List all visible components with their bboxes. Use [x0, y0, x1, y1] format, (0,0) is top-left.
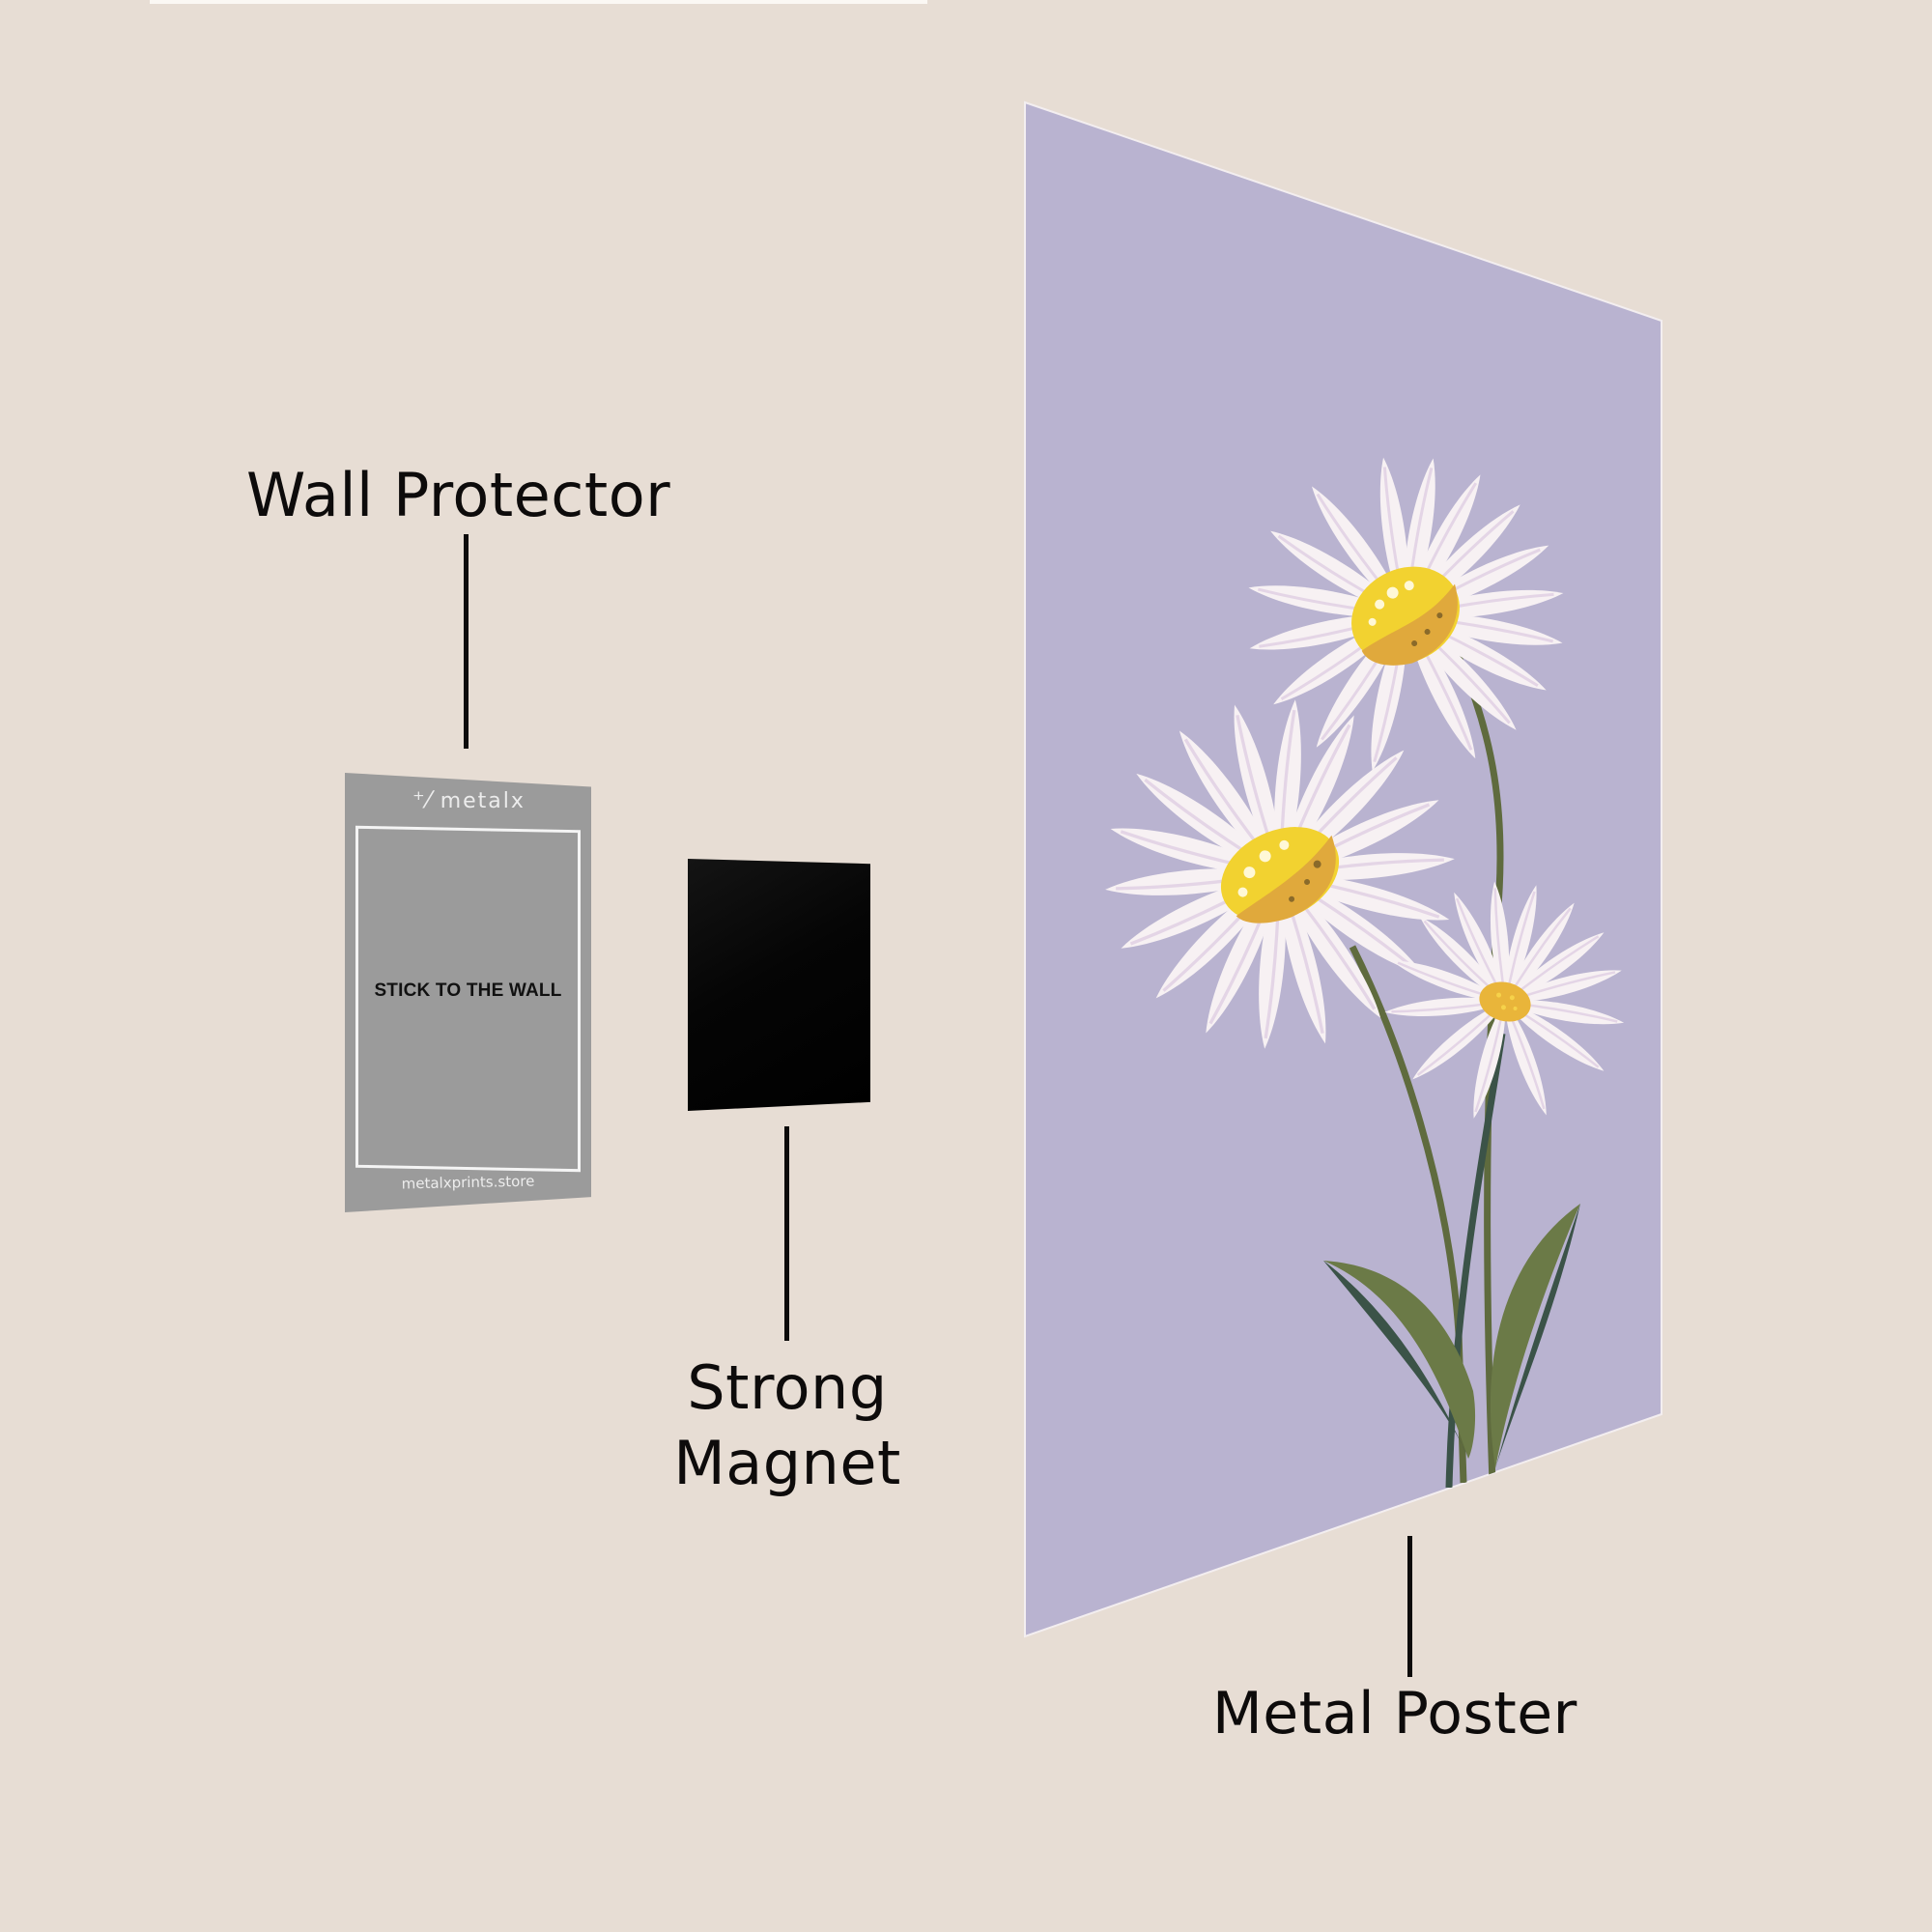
- stem-middle-daisy: [1349, 945, 1467, 1484]
- wall-protector-label: Wall Protector: [246, 460, 671, 530]
- daisy-middle: [1102, 696, 1458, 1052]
- strong-magnet-label-line2: Magnet: [673, 1428, 901, 1498]
- wall-protector-sticker: ⁺⁄metalx STICK TO THE WALL metalxprints.…: [345, 773, 591, 1212]
- leaf-left: [1323, 1261, 1476, 1459]
- wall-protector-leader-line: [464, 534, 469, 749]
- metalx-logo-icon: ⁺⁄: [412, 786, 433, 813]
- top-edge-strip: [150, 0, 927, 4]
- protector-instruction: STICK TO THE WALL: [374, 980, 562, 1001]
- daisy-small: [1382, 879, 1627, 1122]
- leaf-right-shadow: [1495, 1204, 1580, 1468]
- daisy-top: [1245, 454, 1567, 776]
- strong-magnet-label: Strong Magnet: [667, 1350, 908, 1501]
- strong-magnet-leader-line: [784, 1126, 789, 1341]
- daisy-small-center: [1479, 981, 1531, 1022]
- stem-small-daisy: [1445, 1033, 1506, 1489]
- metal-poster-label: Metal Poster: [1212, 1680, 1577, 1747]
- daisy-artwork: [1102, 454, 1627, 1489]
- leaf-right: [1490, 1204, 1580, 1468]
- protector-brand: ⁺⁄ metalx: [412, 786, 526, 813]
- strong-magnet-label-line1: Strong: [687, 1352, 888, 1423]
- protector-brand-name: metalx: [440, 789, 526, 813]
- metal-poster-leader-line: [1407, 1536, 1412, 1677]
- strong-magnet-plate: [688, 859, 870, 1111]
